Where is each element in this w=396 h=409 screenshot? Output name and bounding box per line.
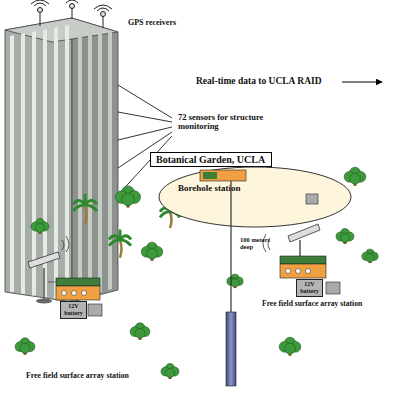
trees (15, 167, 378, 379)
palm-frond (73, 205, 85, 211)
tree-crown (341, 234, 350, 243)
recorder-panel (203, 172, 217, 179)
borehole-cable (230, 181, 231, 312)
site-label: Botanical Garden, UCLA (156, 154, 266, 165)
palm-frond (109, 240, 120, 246)
building-stripe (108, 31, 112, 290)
building-stripe (10, 35, 14, 292)
data-arrow (342, 82, 382, 83)
building-stripe (32, 31, 36, 295)
tree-crown (20, 343, 30, 353)
borehole-site: Borehole station (158, 166, 352, 228)
building (5, 18, 118, 302)
building-stripe (88, 25, 92, 296)
palm-trunk (170, 212, 172, 228)
palm-frond (84, 195, 87, 205)
tree-crown (122, 193, 135, 206)
tree-crown (147, 248, 158, 259)
borehole-sensor (226, 312, 236, 386)
tree-crown (166, 369, 175, 378)
palm-frond (120, 240, 131, 246)
palm-trunk (120, 240, 122, 258)
battery-label: 12V battery (63, 303, 84, 316)
garden-label-box: Botanical Garden, UCLA (150, 152, 272, 167)
tree-crown (285, 343, 296, 354)
battery-label: 12V battery (299, 281, 320, 294)
site-ellipse (158, 166, 352, 228)
tree-crown (366, 254, 374, 262)
station-label: Free field surface array station (262, 300, 362, 308)
gps-antennas (31, 0, 112, 28)
data-link-label: Real-time data to UCLA RAID (196, 76, 322, 86)
building-stripe (98, 28, 102, 293)
tree-crown (231, 279, 239, 287)
borehole-box (306, 194, 318, 204)
site-ellipse-outline (159, 167, 351, 227)
battery-box: 12V battery (60, 301, 87, 319)
palm-frond (85, 205, 97, 211)
tree-crown (135, 328, 145, 338)
tree-crown (36, 224, 45, 233)
building-stripe (65, 25, 69, 301)
battery-box: 12V battery (296, 279, 323, 297)
palm-frond (160, 212, 170, 218)
sensor-label: 72 sensors for structure monitoring (178, 113, 282, 132)
borehole-recorder (200, 170, 246, 181)
building-stripe (78, 22, 82, 299)
palm-trunk (85, 205, 87, 224)
station-label: Free field surface array station (26, 372, 129, 381)
building-stripe (21, 33, 25, 294)
sensor-lines (118, 85, 172, 195)
depth-label: 100 meters deep (240, 236, 274, 250)
gps-label: GPS receivers (128, 19, 176, 28)
tree-crown (350, 173, 361, 184)
palm-frond (119, 231, 122, 240)
